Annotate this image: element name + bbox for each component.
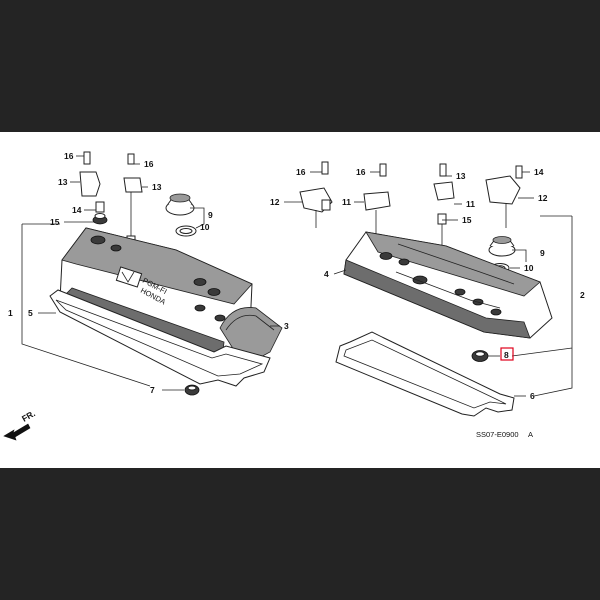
parts-diagram-panel: PGM-FI HONDA (0, 132, 600, 468)
front-direction-arrow: FR. (3, 408, 37, 441)
callout-1: 1 (8, 308, 13, 318)
callout-11-right-a: 11 (342, 197, 351, 207)
callout-14-left: 14 (72, 205, 82, 215)
right-valve-cover (343, 231, 553, 339)
callout-11-right-b: 11 (466, 199, 475, 209)
left-assembly-bracket (21, 223, 151, 387)
callout-9-left: 9 (208, 210, 213, 220)
right-bracket-group-a (299, 161, 333, 228)
left-bolt-group (123, 153, 143, 249)
callout-16-right-b: 16 (356, 167, 366, 177)
callout-10-right: 10 (524, 263, 534, 273)
left-oil-filler-cap (165, 193, 197, 237)
right-bracket-group-c (433, 163, 455, 274)
left-bracket-group (79, 151, 108, 225)
arrow-icon (3, 423, 31, 441)
callout-16-left-a: 16 (64, 151, 74, 161)
leader-lines (38, 155, 534, 397)
right-assembly-bracket (511, 215, 573, 397)
bottom-black-band (0, 468, 600, 600)
callout-12-right-b: 12 (538, 193, 548, 203)
callout-3: 3 (284, 321, 289, 331)
callout-2: 2 (580, 290, 585, 300)
right-bracket-group-b (363, 163, 391, 250)
callout-9-right: 9 (540, 248, 545, 258)
callout-13-left-b: 13 (152, 182, 162, 192)
left-gasket (49, 289, 271, 387)
drawing-code: SS07-E0900 (476, 430, 519, 439)
callout-15-right: 15 (462, 215, 472, 225)
drawing-code-suffix: A (528, 430, 533, 439)
callout-6: 6 (530, 391, 535, 401)
right-bracket-group-d (485, 165, 523, 228)
callout-14-right: 14 (534, 167, 544, 177)
callout-13-right: 13 (456, 171, 466, 181)
callout-16-right-a: 16 (296, 167, 306, 177)
callout-16-left-b: 16 (144, 159, 154, 169)
callout-13-left-a: 13 (58, 177, 68, 187)
callout-5: 5 (28, 308, 33, 318)
callout-4: 4 (324, 269, 329, 279)
callout-12-right-a: 12 (270, 197, 280, 207)
callout-8: 8 (504, 350, 509, 360)
parts-diagram: PGM-FI HONDA (3, 151, 585, 441)
right-gasket (335, 331, 515, 417)
top-black-band (0, 0, 600, 132)
callout-15-left: 15 (50, 217, 60, 227)
left-seal (184, 384, 200, 396)
callout-10-left: 10 (200, 222, 210, 232)
callout-7: 7 (150, 385, 155, 395)
right-seal (471, 350, 489, 362)
direction-label: FR. (20, 408, 37, 424)
callout-8-highlight-box (500, 347, 514, 361)
